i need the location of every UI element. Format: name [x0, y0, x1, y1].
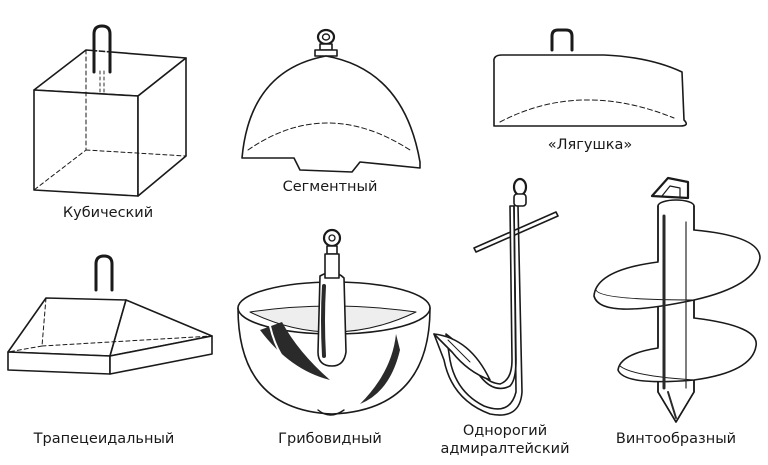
segment-anchor — [241, 28, 421, 173]
admiralty-anchor-label-line1: Однорогий — [462, 423, 548, 439]
segment-anchor-label: Сегментный — [282, 179, 378, 195]
mushroom-anchor — [237, 228, 431, 416]
admiralty-anchor-label: Однорогий адмиралтейский — [441, 422, 570, 458]
admiralty-anchor-label-line2: адмиралтейский — [440, 441, 570, 457]
screw-anchor-label: Винтообразный — [615, 431, 737, 447]
admiralty-anchor — [433, 177, 559, 416]
trapezoid-anchor — [7, 254, 213, 375]
mushroom-anchor-label: Грибовидный — [278, 431, 382, 447]
cubic-anchor — [33, 24, 187, 197]
screw-anchor — [593, 176, 761, 423]
frog-anchor — [493, 28, 688, 127]
trapezoid-anchor-label: Трапецеидальный — [33, 431, 175, 447]
frog-anchor-label: «Лягушка» — [547, 137, 633, 153]
cubic-anchor-label: Кубический — [62, 205, 154, 221]
